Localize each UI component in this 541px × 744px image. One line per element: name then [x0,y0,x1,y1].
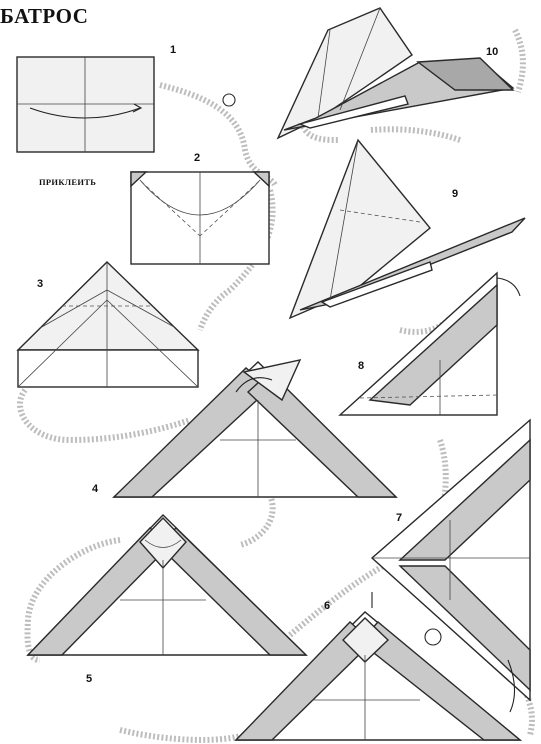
step-number-9: 9 [452,188,458,200]
step-number-1: 1 [170,44,176,56]
step-5-shape [28,515,306,655]
step-2-sheet [131,172,269,264]
step-number-5: 5 [86,673,92,685]
rotate-mark-icon [223,94,235,106]
step-number-3: 3 [37,278,43,290]
step-number-2: 2 [194,152,200,164]
rotate-mark-icon [425,629,441,645]
step-number-4: 4 [92,483,98,495]
step-number-8: 8 [358,360,364,372]
step-10-plane [278,8,513,138]
step-number-6: 6 [324,600,330,612]
step-number-7: 7 [396,512,402,524]
step-3-shape [18,262,198,387]
step-1-sheet [17,57,154,152]
glue-label: ПРИКЛЕИТЬ [39,177,96,187]
step-number-10: 10 [486,46,498,58]
